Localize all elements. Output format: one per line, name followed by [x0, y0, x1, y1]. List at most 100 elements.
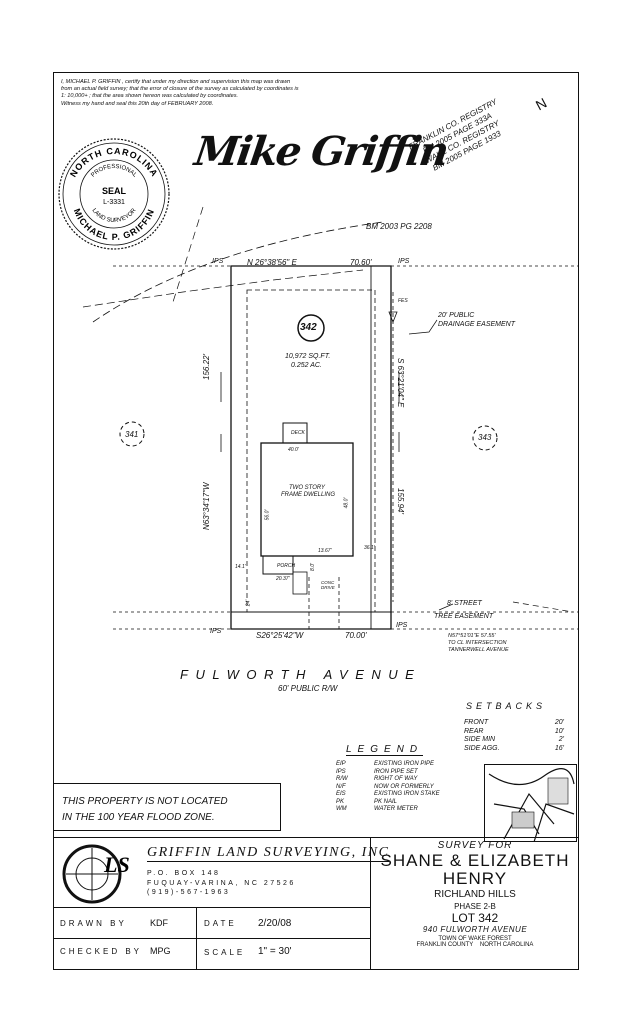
- plat-drawing: [82, 206, 579, 630]
- conc-drive-label: CONC DRIVE: [321, 580, 335, 590]
- flood-zone-note: THIS PROPERTY IS NOT LOCATED IN THE 100 …: [53, 783, 281, 831]
- dwelling-label-2: FRAME DWELLING: [281, 492, 336, 498]
- drawn-by-label: DRAWN BY: [60, 919, 127, 928]
- drawn-by-value: KDF: [150, 918, 168, 928]
- setback-value: 20': [554, 719, 564, 726]
- lot-label: LOT 342: [451, 911, 499, 925]
- dim-40: 40.0': [288, 447, 299, 453]
- street-tree-label-2: TREE EASEMENT: [434, 613, 494, 620]
- bottom-distance: 70.00': [345, 631, 367, 640]
- legend-row: WM WATER METER: [336, 806, 440, 814]
- title-block-divider: [370, 837, 371, 970]
- porch-outline: [262, 555, 294, 575]
- legend-abbr: N/F: [336, 783, 346, 790]
- dim-13-67: 13.67': [318, 548, 332, 554]
- company-name: GRIFFIN LAND SURVEYING, INC: [147, 845, 390, 862]
- scale-label: SCALE: [204, 948, 246, 957]
- legend-abbr: EIP: [336, 761, 346, 767]
- company-po-box: P.O. BOX 148: [147, 870, 221, 877]
- area-sqft: 10,972 SQ.FT.: [285, 353, 331, 360]
- survey-for-label: SURVEY FOR: [437, 840, 513, 851]
- dim-8: 8.0': [309, 563, 316, 571]
- client-name: SHANE & ELIZABETH: [380, 851, 570, 870]
- scale-value: 1" = 30': [258, 946, 292, 957]
- ips-top-right: IPS: [398, 258, 410, 265]
- flood-note-line-1: THIS PROPERTY IS NOT LOCATED: [62, 796, 228, 807]
- tie-line-3: TANNERWELL AVENUE: [448, 647, 509, 653]
- seal-label: SEAL: [102, 186, 127, 196]
- checked-by-label: CHECKED BY: [60, 947, 143, 956]
- vicinity-map: [484, 764, 577, 842]
- porch-label: PORCH: [277, 563, 296, 569]
- bottom-bearing: S26°25'42"W: [256, 631, 304, 640]
- easement-label-1: 20' PUBLIC: [438, 312, 475, 319]
- setback-label: SIDE AGG.: [464, 744, 500, 752]
- dwelling-label-1: TWO STORY: [289, 485, 325, 491]
- survey-for-block: SURVEY FOR SHANE & ELIZABETH HENRY RICHL…: [372, 840, 578, 948]
- title-block-rule-2: [53, 938, 370, 939]
- legend-row: R/W RIGHT OF WAY: [336, 776, 440, 784]
- legend-desc: EXISTING IRON PIPE: [374, 761, 435, 767]
- left-bearing: N63°34'17"W: [202, 482, 211, 530]
- dim-36-1: 36.1': [364, 545, 375, 551]
- county: FRANKLIN COUNTY: [416, 942, 474, 948]
- dim-14-1: 14.1': [235, 564, 246, 570]
- property-address: 940 FULWORTH AVENUE: [422, 925, 528, 934]
- dim-48: 48.0': [343, 497, 350, 509]
- road-name: FULWORTH AVENUE: [180, 667, 422, 682]
- dwelling-footprint: [260, 442, 354, 557]
- deck-outline: [282, 422, 308, 444]
- setback-label: FRONT: [464, 719, 489, 726]
- legend-desc: PK NAIL: [374, 798, 398, 805]
- legend-abbr: PK: [336, 798, 345, 805]
- property-boundary: [230, 265, 392, 630]
- title-block-rule: [53, 907, 370, 908]
- date-value: 2/20/08: [258, 918, 292, 929]
- setbacks-title: SETBACKS: [466, 701, 547, 711]
- seal-license: L-3331: [103, 199, 125, 206]
- certification-witness: Witness my hand and seal this 20th day o…: [61, 101, 214, 107]
- legend-abbr: EIS: [336, 791, 346, 797]
- neighbor-lot-left: 341: [125, 430, 139, 439]
- town: TOWN OF WAKE FOREST: [438, 936, 512, 942]
- legend-abbr: WM: [336, 806, 347, 812]
- right-distance: 155.94': [396, 488, 405, 514]
- road-right-of-way: 60' PUBLIC R/W: [278, 684, 338, 693]
- legend-desc: WATER METER: [374, 806, 418, 812]
- setback-value: 16': [554, 744, 564, 752]
- title-block-top-rule: [53, 837, 579, 838]
- setback-value: 10': [554, 727, 564, 735]
- legend-abbr: IPS: [336, 768, 346, 775]
- phase: PHASE 2-B: [454, 902, 496, 911]
- legend-row: EIP EXISTING IRON PIPE: [336, 761, 440, 769]
- fes-label: FES: [398, 298, 408, 304]
- legend-row: PK PK NAIL: [336, 799, 440, 807]
- company-address: P.O. BOX 148 FUQUAY-VARINA, NC 27526 (91…: [147, 869, 296, 898]
- tie-line-2: TO CL INTERSECTION: [448, 640, 507, 646]
- checked-by-value: MPG: [150, 946, 171, 956]
- legend-title: LEGEND: [346, 744, 424, 756]
- state: NORTH CAROLINA: [479, 942, 534, 948]
- setback-value: 2': [558, 736, 564, 743]
- left-distance: 156.22': [202, 354, 211, 380]
- surveyor-seal: NORTH CAROLINA MICHAEL P. GRIFFIN PROFES…: [58, 138, 170, 250]
- tie-line-1: N57°51'01"E 57.55': [448, 633, 496, 639]
- ips-top-left: IPS: [212, 258, 224, 265]
- company-city: FUQUAY-VARINA, NC 27526: [147, 879, 296, 887]
- setback-label: REAR: [464, 727, 484, 735]
- setback-row: SIDE AGG. 16': [464, 745, 564, 754]
- ips-bottom-right: IPS: [396, 622, 408, 629]
- top-distance: 70.60': [350, 258, 372, 267]
- date-label: DATE: [204, 919, 237, 928]
- legend-abbr: R/W: [336, 776, 348, 782]
- certification-block: I, MICHAEL P. GRIFFIN , certify that und…: [61, 79, 301, 109]
- certification-statement: I, MICHAEL P. GRIFFIN , certify that und…: [61, 79, 299, 99]
- legend-desc: RIGHT OF WAY: [374, 776, 418, 782]
- neighbor-lot-right: 343: [478, 433, 492, 442]
